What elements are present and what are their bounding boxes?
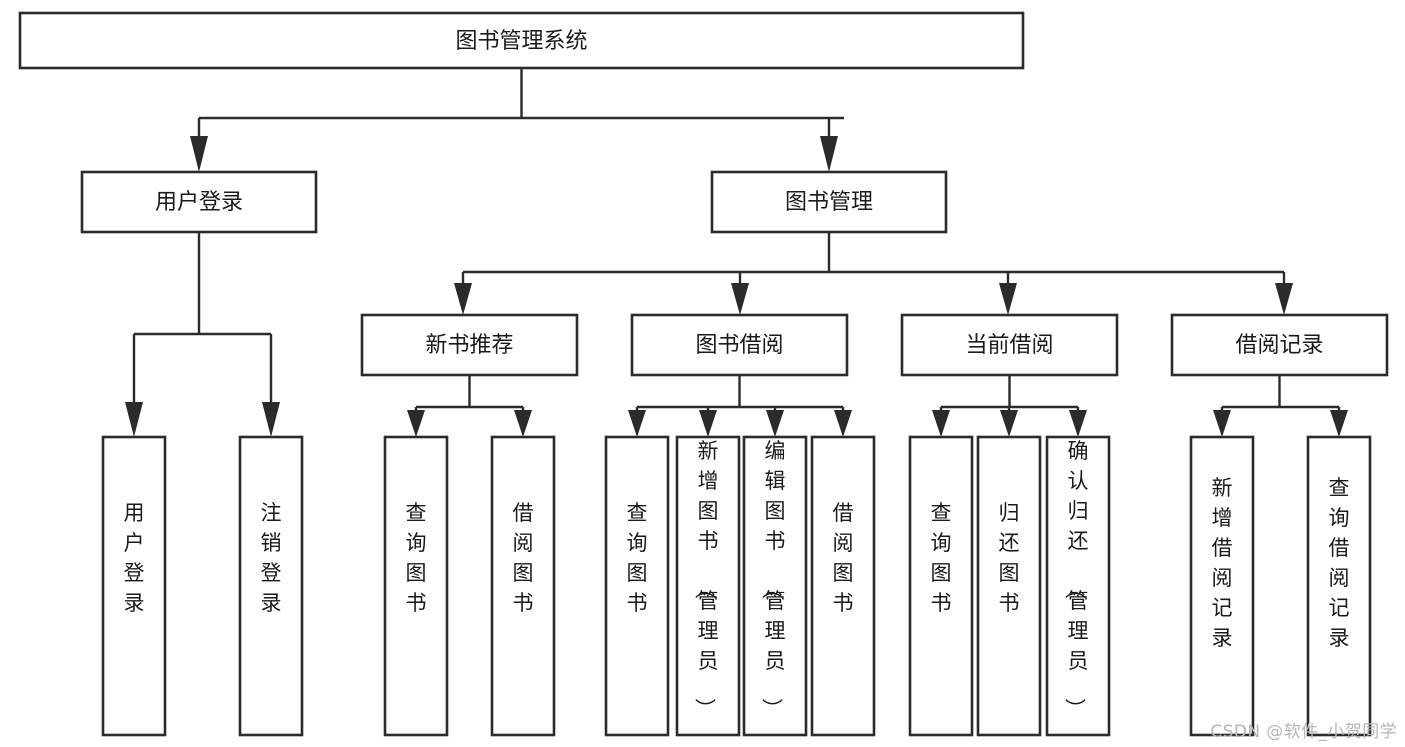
leaf-new-book-recommend-1-box[interactable] — [490, 435, 556, 737]
leaf-user-login-0-box[interactable] — [101, 435, 167, 737]
arrow-bb-leaf-3 — [834, 410, 852, 437]
leaf-node[interactable]: 查询图书 — [908, 435, 974, 737]
node-book-manage[interactable]: 图书管理 — [710, 170, 948, 234]
node-new-book-recommend[interactable]: 新书推荐 — [360, 313, 579, 377]
node-new-book-recommend-label: 新书推荐 — [425, 333, 513, 358]
arrow-cb-leaf-1 — [1000, 410, 1018, 437]
leaf-node[interactable]: 借阅图书 — [810, 435, 876, 737]
arrow-bb-leaf-1 — [699, 410, 717, 437]
leaf-current-borrow-1-label: 归还图书 — [999, 501, 1020, 615]
node-book-borrow-label: 图书借阅 — [695, 333, 783, 358]
leaf-node[interactable]: 编辑图书（管理员） — [742, 435, 808, 737]
node-current-borrow-label: 当前借阅 — [965, 333, 1053, 358]
leaf-book-borrow-1-box[interactable] — [675, 435, 741, 737]
arrow-user-login-leaf-0 — [125, 402, 143, 437]
node-book-manage-box[interactable] — [710, 170, 948, 234]
node-borrow-record[interactable]: 借阅记录 — [1170, 313, 1389, 377]
leaf-node[interactable]: 借阅图书 — [490, 435, 556, 737]
node-user-login-box[interactable] — [80, 170, 318, 234]
arrow-bm-to-book-borrow — [731, 283, 749, 315]
connector-layer — [125, 68, 1348, 437]
node-borrow-record-label: 借阅记录 — [1235, 333, 1323, 358]
leaf-borrow-record-0-label: 新增借阅记录 — [1212, 476, 1233, 650]
arrow-nbr-leaf-1 — [514, 410, 532, 437]
leaf-node[interactable]: 新增图书（管理员） — [675, 435, 741, 737]
node-root-label: 图书管理系统 — [455, 29, 587, 54]
leaf-node[interactable]: 新增借阅记录 — [1189, 435, 1255, 737]
node-current-borrow-box[interactable] — [900, 313, 1119, 377]
leaf-user-login-1-label: 注销登录 — [261, 501, 282, 615]
node-root[interactable]: 图书管理系统 — [18, 11, 1025, 70]
csdn-watermark: CSDN @软件_小贺同学 — [1210, 722, 1397, 742]
arrow-br-leaf-0 — [1213, 410, 1231, 437]
leaf-current-borrow-0-box[interactable] — [908, 435, 974, 737]
arrow-cb-leaf-2 — [1069, 410, 1087, 437]
leaf-new-book-recommend-1-label: 借阅图书 — [513, 501, 534, 615]
leaf-current-borrow-2-box[interactable] — [1045, 435, 1111, 737]
arrow-root-to-user-login — [190, 136, 208, 172]
node-book-borrow[interactable]: 图书借阅 — [630, 313, 849, 377]
leaf-borrow-record-1-box[interactable] — [1306, 435, 1372, 737]
leaf-current-borrow-2-label: 确认归还（管理员） — [1063, 439, 1089, 719]
leaf-book-borrow-2-box[interactable] — [742, 435, 808, 737]
leaf-node[interactable]: 用户登录 — [101, 435, 167, 737]
leaf-book-borrow-3-box[interactable] — [810, 435, 876, 737]
leaf-book-borrow-0-label: 查询图书 — [627, 501, 648, 615]
node-borrow-record-box[interactable] — [1170, 313, 1389, 377]
arrow-bm-to-current-borrow — [999, 283, 1017, 315]
leaf-current-borrow-1-box[interactable] — [976, 435, 1042, 737]
node-user-login[interactable]: 用户登录 — [80, 170, 318, 234]
leaf-book-borrow-3-label: 借阅图书 — [833, 501, 854, 615]
node-book-borrow-box[interactable] — [630, 313, 849, 377]
leaf-node[interactable]: 确认归还（管理员） — [1045, 435, 1111, 737]
leaf-node[interactable]: 查询图书 — [383, 435, 449, 737]
node-root-box[interactable] — [18, 11, 1025, 70]
arrow-bb-leaf-0 — [628, 410, 646, 437]
leaf-borrow-record-0-box[interactable] — [1189, 435, 1255, 737]
arrow-nbr-leaf-0 — [407, 410, 425, 437]
arrow-br-leaf-1 — [1330, 410, 1348, 437]
arrow-root-to-book-manage — [820, 136, 838, 172]
leaf-current-borrow-0-label: 查询图书 — [931, 501, 952, 615]
leaf-node[interactable]: 注销登录 — [238, 435, 304, 737]
arrow-bm-to-borrow-record — [1275, 283, 1293, 315]
leaf-node[interactable]: 归还图书 — [976, 435, 1042, 737]
leaf-book-borrow-1-label: 新增图书（管理员） — [693, 439, 719, 719]
leaf-new-book-recommend-0-box[interactable] — [383, 435, 449, 737]
leaf-borrow-record-1-label: 查询借阅记录 — [1329, 476, 1350, 650]
node-book-manage-label: 图书管理 — [785, 190, 873, 215]
leaf-user-login-0-label: 用户登录 — [124, 501, 145, 615]
node-current-borrow[interactable]: 当前借阅 — [900, 313, 1119, 377]
leaf-node[interactable]: 查询借阅记录 — [1306, 435, 1372, 737]
node-new-book-recommend-box[interactable] — [360, 313, 579, 377]
leaf-node[interactable]: 查询图书 — [604, 435, 670, 737]
arrow-cb-leaf-0 — [932, 410, 950, 437]
arrow-bb-leaf-2 — [766, 410, 784, 437]
node-user-login-label: 用户登录 — [155, 190, 243, 215]
arrow-bm-to-new-book-recommend — [454, 283, 472, 315]
leaf-book-borrow-2-label: 编辑图书（管理员） — [760, 439, 786, 719]
leaf-new-book-recommend-0-label: 查询图书 — [406, 501, 427, 615]
leaf-book-borrow-0-box[interactable] — [604, 435, 670, 737]
arrow-user-login-leaf-1 — [262, 402, 280, 437]
leaf-user-login-1-box[interactable] — [238, 435, 304, 737]
